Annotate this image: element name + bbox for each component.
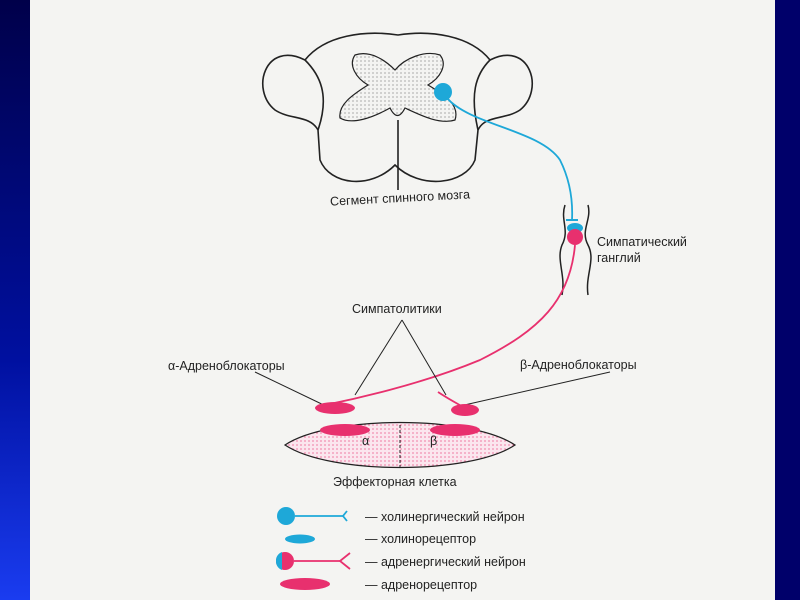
beta-terminal xyxy=(451,404,479,416)
grey-matter xyxy=(339,52,457,122)
legend: — холинергический нейрон — холинорецепто… xyxy=(275,507,526,592)
alpha-receptor xyxy=(320,424,370,436)
spinal-segment-label: Сегмент спинного мозга xyxy=(330,187,471,208)
legend-cholinergic-neuron: — холинергический нейрон xyxy=(365,510,525,524)
alpha-symbol: α xyxy=(362,434,369,448)
pointer-lines xyxy=(254,319,611,409)
beta-receptor xyxy=(430,424,480,436)
slide-right-bar xyxy=(775,0,800,600)
beta-blockers-label: β-Адреноблокаторы xyxy=(520,358,637,372)
ganglion-label-line1: Симпатический xyxy=(597,235,687,249)
effector-cell-label: Эффекторная клетка xyxy=(333,475,457,489)
cholinergic-neuron-body xyxy=(434,83,452,101)
spinal-cord-segment xyxy=(261,32,534,190)
slide-left-bar xyxy=(0,0,30,600)
sympathetic-ganglion xyxy=(559,204,592,296)
preganglionic-fiber xyxy=(446,97,574,221)
legend-adrenergic-neuron: — адренергический нейрон xyxy=(365,555,526,569)
sympatholytics-label: Симпатолитики xyxy=(352,302,442,316)
legend-adrenoreceptor: — адренорецептор xyxy=(365,578,477,592)
alpha-blockers-label: α-Адреноблокаторы xyxy=(168,359,285,373)
beta-symbol: β xyxy=(430,434,437,448)
adrenergic-neuron-body xyxy=(567,229,583,245)
presynaptic-alpha-receptor xyxy=(315,402,355,414)
legend-cholinoreceptor: — холинорецептор xyxy=(365,532,476,546)
ganglion-label-line2: ганглий xyxy=(597,251,641,265)
